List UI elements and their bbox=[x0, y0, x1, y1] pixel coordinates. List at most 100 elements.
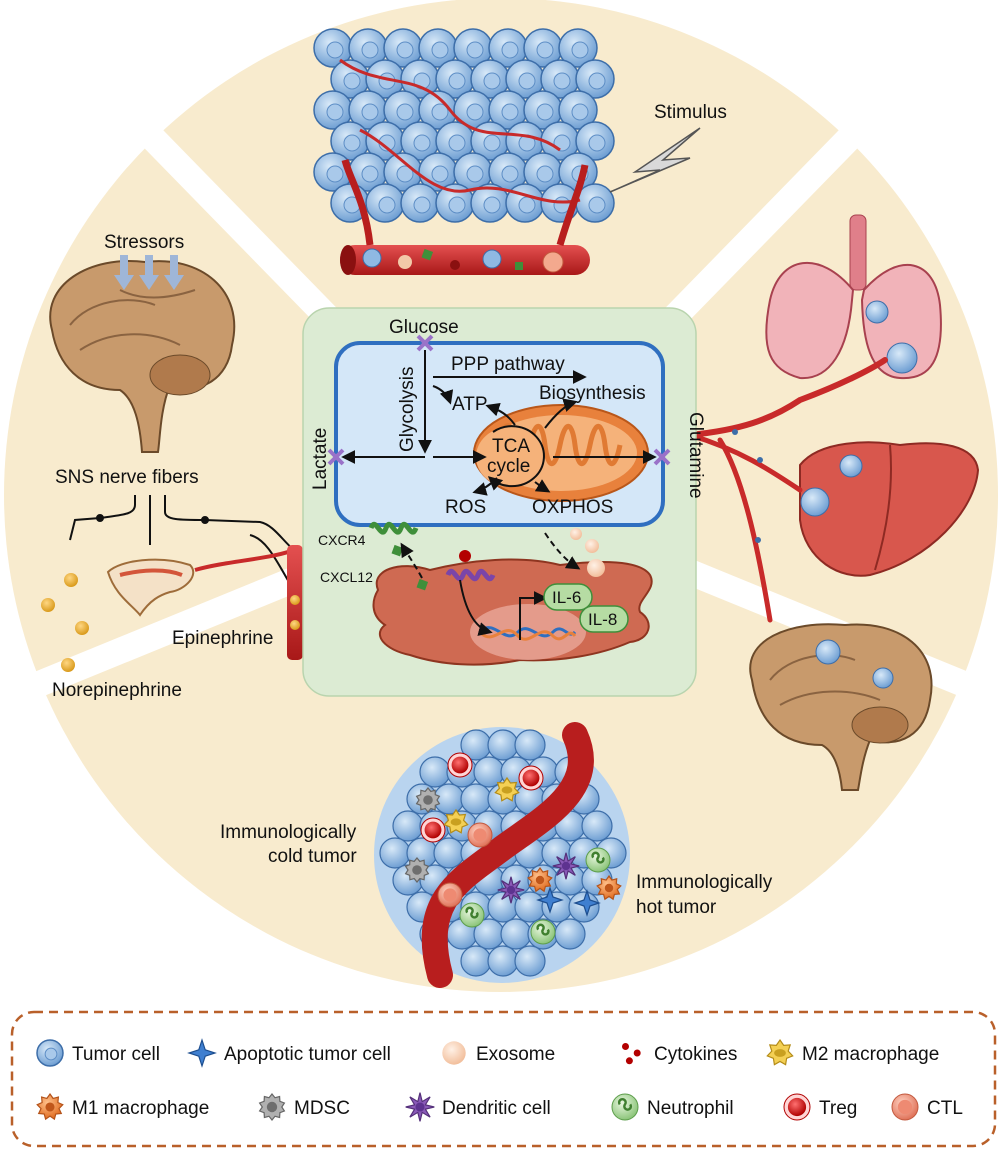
tumor-cell-icon bbox=[400, 121, 440, 161]
legend-item: Exosome bbox=[442, 1041, 555, 1065]
tumor-cell-icon bbox=[433, 783, 465, 815]
m2-macrophage-icon bbox=[443, 808, 469, 834]
cxcl12-label: CXCL12 bbox=[320, 569, 373, 585]
hot-tumor-label-line2: hot tumor bbox=[636, 897, 717, 918]
il6-label: IL-6 bbox=[552, 588, 581, 607]
legend-item-label: CTL bbox=[927, 1098, 963, 1119]
tumor-cell-icon bbox=[523, 28, 563, 68]
tumor-cell-icon bbox=[558, 28, 598, 68]
glutamine-label: Glutamine bbox=[685, 412, 706, 499]
tumor-cell-icon bbox=[453, 90, 493, 130]
legend-item: Treg bbox=[783, 1093, 857, 1121]
tumor-cell-icon bbox=[558, 90, 598, 130]
neutrophil-icon bbox=[530, 919, 556, 945]
tumor-cell-icon bbox=[514, 891, 546, 923]
stimulus-lightning-icon bbox=[609, 127, 701, 193]
tumor-cell-icon bbox=[330, 121, 370, 161]
apoptotic-tumor-cell-icon bbox=[187, 1038, 217, 1068]
tumor-cell-icon bbox=[348, 90, 388, 130]
sns-nerve-fibers-label: SNS nerve fibers bbox=[55, 467, 199, 488]
brain-left-icon bbox=[49, 260, 236, 453]
exosome-vesicles-icon bbox=[570, 528, 605, 577]
glucose-transporter-icon bbox=[416, 334, 434, 352]
ctl-icon bbox=[437, 882, 463, 908]
treg-icon bbox=[518, 765, 544, 791]
dendritic-cell-icon bbox=[497, 876, 525, 904]
adrenal-gland-icon bbox=[106, 546, 301, 617]
il8-label: IL-8 bbox=[588, 610, 617, 629]
legend-item: CTL bbox=[891, 1093, 963, 1121]
dendritic-cell-icon bbox=[552, 852, 580, 880]
tumor-cell-icon bbox=[514, 729, 546, 761]
m1-macrophage-icon bbox=[527, 866, 553, 893]
norepinephrine-label: Norepinephrine bbox=[52, 680, 182, 701]
m2-macrophage-icon bbox=[766, 1038, 794, 1066]
tumor-cell-icon bbox=[470, 59, 510, 99]
glutamine-transporter-icon bbox=[653, 448, 671, 466]
tca-cycle-arrow bbox=[487, 425, 545, 491]
cold-tumor-label-line2: cold tumor bbox=[268, 846, 357, 867]
tumor-cell-icon bbox=[505, 59, 545, 99]
brain-right-icon bbox=[749, 623, 933, 791]
legend-item: Neutrophil bbox=[611, 1093, 734, 1121]
neutrophil-icon bbox=[585, 847, 611, 873]
tumor-cell-icon bbox=[435, 121, 475, 161]
legend-item-label: M2 macrophage bbox=[802, 1044, 939, 1065]
signaling-arrows bbox=[400, 532, 581, 640]
mdsc-icon bbox=[258, 1093, 286, 1121]
treg-icon bbox=[783, 1093, 811, 1121]
tumor-cell-icon bbox=[514, 945, 546, 977]
tumor-cell-icon bbox=[505, 183, 545, 223]
apoptotic-tumor-cell-icon bbox=[573, 889, 601, 917]
glycolysis-label: Glycolysis bbox=[397, 366, 418, 452]
tumor-cell-icon bbox=[400, 59, 440, 99]
glucose-label: Glucose bbox=[389, 317, 459, 338]
oxphos-label: OXPHOS bbox=[532, 497, 613, 518]
legend-box bbox=[10, 1010, 997, 1148]
epinephrine-label: Epinephrine bbox=[172, 628, 273, 649]
tumor-cell-icon bbox=[418, 28, 458, 68]
tumor-cell-icon bbox=[505, 121, 545, 161]
exosome-icon bbox=[442, 1041, 466, 1065]
stressor-arrows bbox=[114, 255, 184, 290]
tumor-cell-icon bbox=[418, 90, 458, 130]
cxcr4-label: CXCR4 bbox=[318, 532, 366, 548]
liver-icon bbox=[799, 441, 980, 577]
neutrophil-icon bbox=[459, 902, 485, 928]
tumor-cell-icon bbox=[453, 28, 493, 68]
il8-bubble bbox=[579, 605, 629, 633]
biosynthesis-label: Biosynthesis bbox=[539, 383, 646, 404]
tumor-cell-icon bbox=[392, 810, 424, 842]
tumor-cell-icon bbox=[379, 837, 411, 869]
blood-vessel-top bbox=[340, 159, 590, 275]
mdsc-icon bbox=[404, 857, 430, 883]
legend-item-label: Apoptotic tumor cell bbox=[224, 1044, 391, 1065]
tumor-cell-icon bbox=[541, 891, 573, 923]
tumor-vessel-icon bbox=[421, 722, 594, 988]
tumor-cell-icon bbox=[36, 1039, 64, 1067]
ppp-pathway-label: PPP pathway bbox=[451, 354, 565, 375]
cxcr4-receptor-icon bbox=[368, 521, 419, 535]
tumor-cell-icon bbox=[460, 945, 492, 977]
legend-item: Cytokines bbox=[622, 1043, 737, 1065]
legend-item: MDSC bbox=[258, 1093, 350, 1121]
neutrophil-icon bbox=[611, 1093, 639, 1121]
legend-item: M2 macrophage bbox=[766, 1038, 939, 1066]
legend-item-label: Neutrophil bbox=[647, 1098, 734, 1119]
tumor-cell-icon bbox=[313, 90, 353, 130]
tumor-cell-icon bbox=[500, 918, 532, 950]
legend-item-label: Dendritic cell bbox=[442, 1098, 551, 1119]
immune-tumor-illustration bbox=[374, 722, 630, 988]
gpcr-receptor-icon bbox=[445, 550, 496, 582]
tumor-cell-icon bbox=[313, 28, 353, 68]
tumor-cell-icon bbox=[419, 756, 451, 788]
tumor-cell-icon bbox=[435, 183, 475, 223]
tumor-cell-icon bbox=[383, 152, 423, 192]
legend-item-label: Cytokines bbox=[654, 1044, 737, 1065]
cytokines-icon bbox=[622, 1043, 641, 1065]
tumor-cell-icon bbox=[487, 729, 519, 761]
ctl-icon bbox=[467, 822, 493, 848]
legend-item: Apoptotic tumor cell bbox=[187, 1038, 391, 1068]
left-blood-vessel bbox=[287, 545, 303, 660]
